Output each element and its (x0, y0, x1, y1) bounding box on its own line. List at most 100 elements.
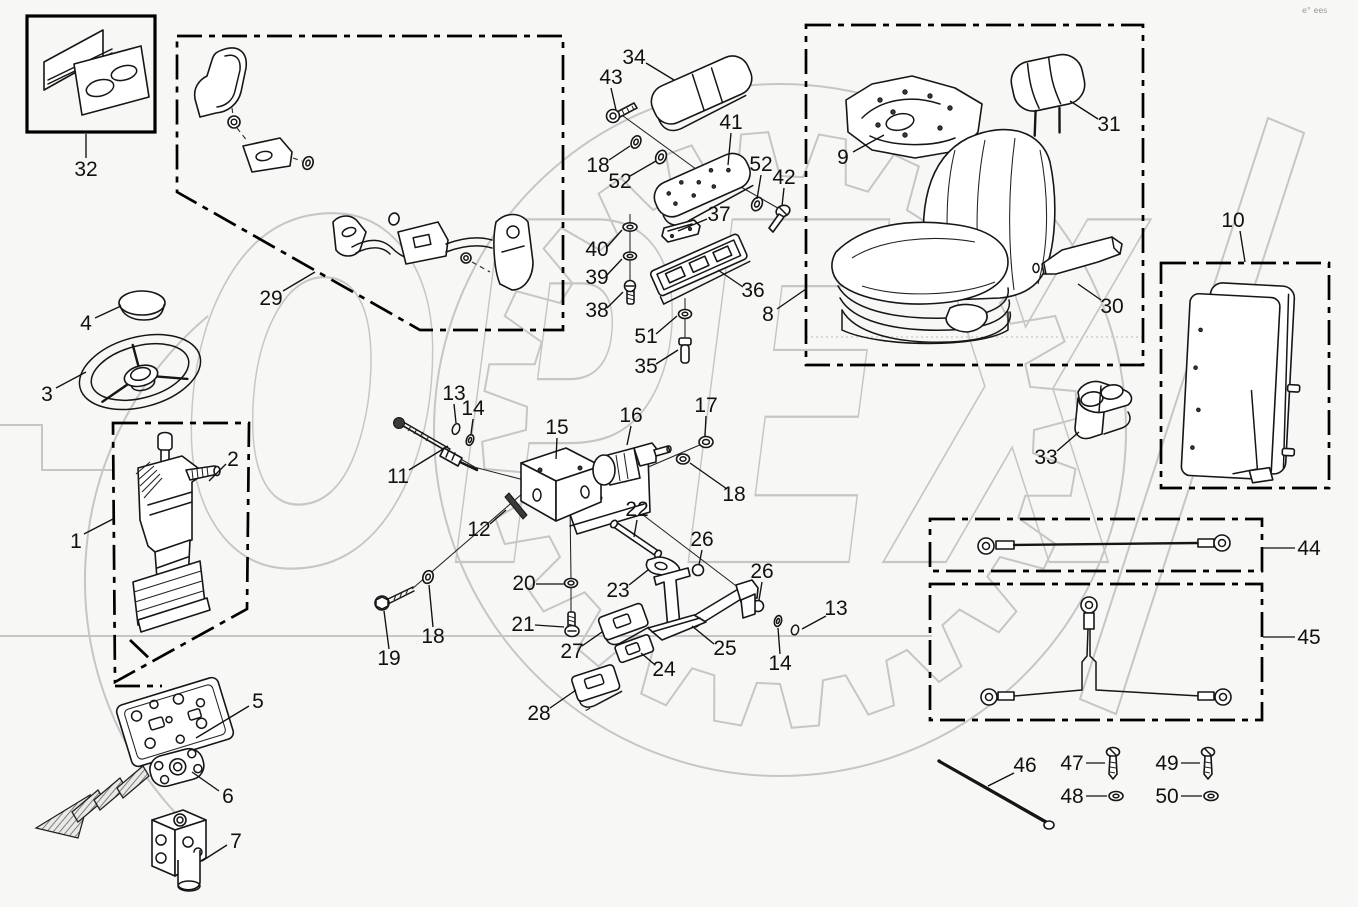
leader-26-49 (758, 581, 763, 601)
part-28-pad (570, 664, 626, 711)
leader-52-12 (629, 160, 657, 177)
part-label-52-12: 52 (608, 170, 631, 193)
watermark-gear (481, 131, 1079, 729)
part-45-y-cable (980, 596, 1232, 706)
leader-1-4 (83, 518, 114, 535)
group-box-29 (175, 34, 565, 332)
part-label-18-11: 18 (586, 154, 609, 177)
part-label-37-16: 37 (707, 203, 730, 226)
part-label-11-33: 11 (387, 465, 409, 488)
part-label-12-38: 12 (467, 518, 490, 541)
part-label-18-37: 18 (722, 483, 745, 506)
part-16-solenoid (592, 442, 672, 486)
part-label-40-17: 40 (585, 238, 608, 261)
part-44-cable (977, 534, 1231, 555)
leader-8-23 (776, 288, 807, 310)
part-4-cap (118, 290, 166, 321)
part-46-cable-tie (937, 759, 1055, 830)
part-label-1-4: 1 (70, 530, 82, 553)
leader-18-11 (608, 145, 631, 161)
part-label-36-20: 36 (741, 279, 764, 302)
leader-37-16 (677, 218, 708, 232)
part-43-bolt (605, 102, 638, 124)
part-19-bolt (374, 586, 415, 611)
part-39-washer (622, 251, 638, 261)
part-30-armrest-pad (1041, 236, 1123, 275)
leader-22-39 (633, 519, 638, 538)
part-49-screw (1200, 746, 1216, 780)
part-label-45-30: 45 (1297, 626, 1320, 649)
part-13-clip-b (790, 624, 800, 636)
leader-23-41 (628, 569, 649, 586)
part-36-rail (649, 233, 751, 305)
part-13-clip-a (451, 422, 461, 436)
part-label-8-23: 8 (762, 303, 774, 326)
group-box-45 (928, 582, 1264, 722)
leader-39-18 (606, 258, 623, 276)
group-box-44 (928, 517, 1264, 573)
part-18-washer-a (630, 135, 642, 149)
part-label-18-46: 18 (421, 625, 444, 648)
watermark-gear-rim (433, 83, 1127, 777)
part-1-joystick (132, 431, 221, 633)
part-3-steering-wheel (78, 333, 202, 411)
leader-10-27 (1239, 230, 1246, 263)
part-17-nut (698, 435, 714, 449)
leader-40-17 (606, 229, 623, 248)
part-label-4-2: 4 (80, 312, 92, 335)
leader-15-34 (555, 437, 558, 460)
leader-4-2 (94, 305, 122, 319)
part-14-oring-a (465, 433, 475, 447)
leader-30-26 (1077, 283, 1102, 301)
leader-25-48 (691, 625, 715, 645)
part-label-19-45: 19 (377, 647, 400, 670)
part-label-28-52: 28 (527, 702, 550, 725)
part-label-13-31: 13 (442, 382, 465, 405)
part-40-washer (622, 222, 638, 233)
part-label-35-22: 35 (634, 355, 657, 378)
group-box-1 (111, 421, 251, 685)
part-52-washer-b (750, 196, 764, 212)
leader-27-44 (581, 631, 603, 647)
part-label-41-13: 41 (719, 111, 742, 134)
part-15-bracket (520, 447, 651, 535)
part-label-23-41: 23 (606, 579, 629, 602)
leader-13-31 (453, 403, 457, 424)
part-38-screw (623, 279, 637, 305)
part-label-49-56: 49 (1155, 752, 1178, 775)
part-11-rod (393, 417, 479, 472)
part-5-plate (115, 676, 235, 768)
leader-3-3 (55, 371, 87, 389)
leader-29-1 (282, 271, 316, 292)
part-label-14-32: 14 (461, 397, 485, 420)
part-label-51-21: 51 (634, 325, 657, 348)
seat-adjust-lever (945, 303, 988, 333)
part-10-back-panel (1180, 282, 1301, 484)
part-35-pin (678, 337, 692, 364)
part-label-14-50: 14 (768, 652, 792, 675)
part-label-38-19: 38 (585, 299, 608, 322)
part-25-pedal-lever (647, 567, 759, 641)
group-box-1-fragment (115, 639, 162, 688)
part-label-34-9: 34 (622, 46, 646, 69)
leader-26-40 (698, 549, 703, 566)
leader-18-37 (689, 462, 728, 490)
part-27-pad (597, 602, 650, 646)
part-label-7-8: 7 (230, 830, 242, 853)
leader-43-10 (610, 87, 617, 111)
part-label-26-40: 26 (690, 528, 713, 551)
watermark-zigzag-left (0, 424, 112, 471)
part-label-39-18: 39 (585, 266, 608, 289)
part-20-washer (563, 577, 579, 589)
part-label-52-14: 52 (749, 153, 772, 176)
part-label-43-10: 43 (599, 66, 622, 89)
part-label-48-55: 48 (1060, 785, 1083, 808)
part-8-seat (831, 128, 1056, 345)
leader-36-20 (717, 269, 744, 288)
part-21-screw (564, 611, 580, 638)
leader-7-8 (201, 844, 228, 862)
part-label-3-3: 3 (41, 383, 53, 406)
leader-6-7 (191, 771, 220, 792)
part-32-plates (43, 29, 150, 116)
